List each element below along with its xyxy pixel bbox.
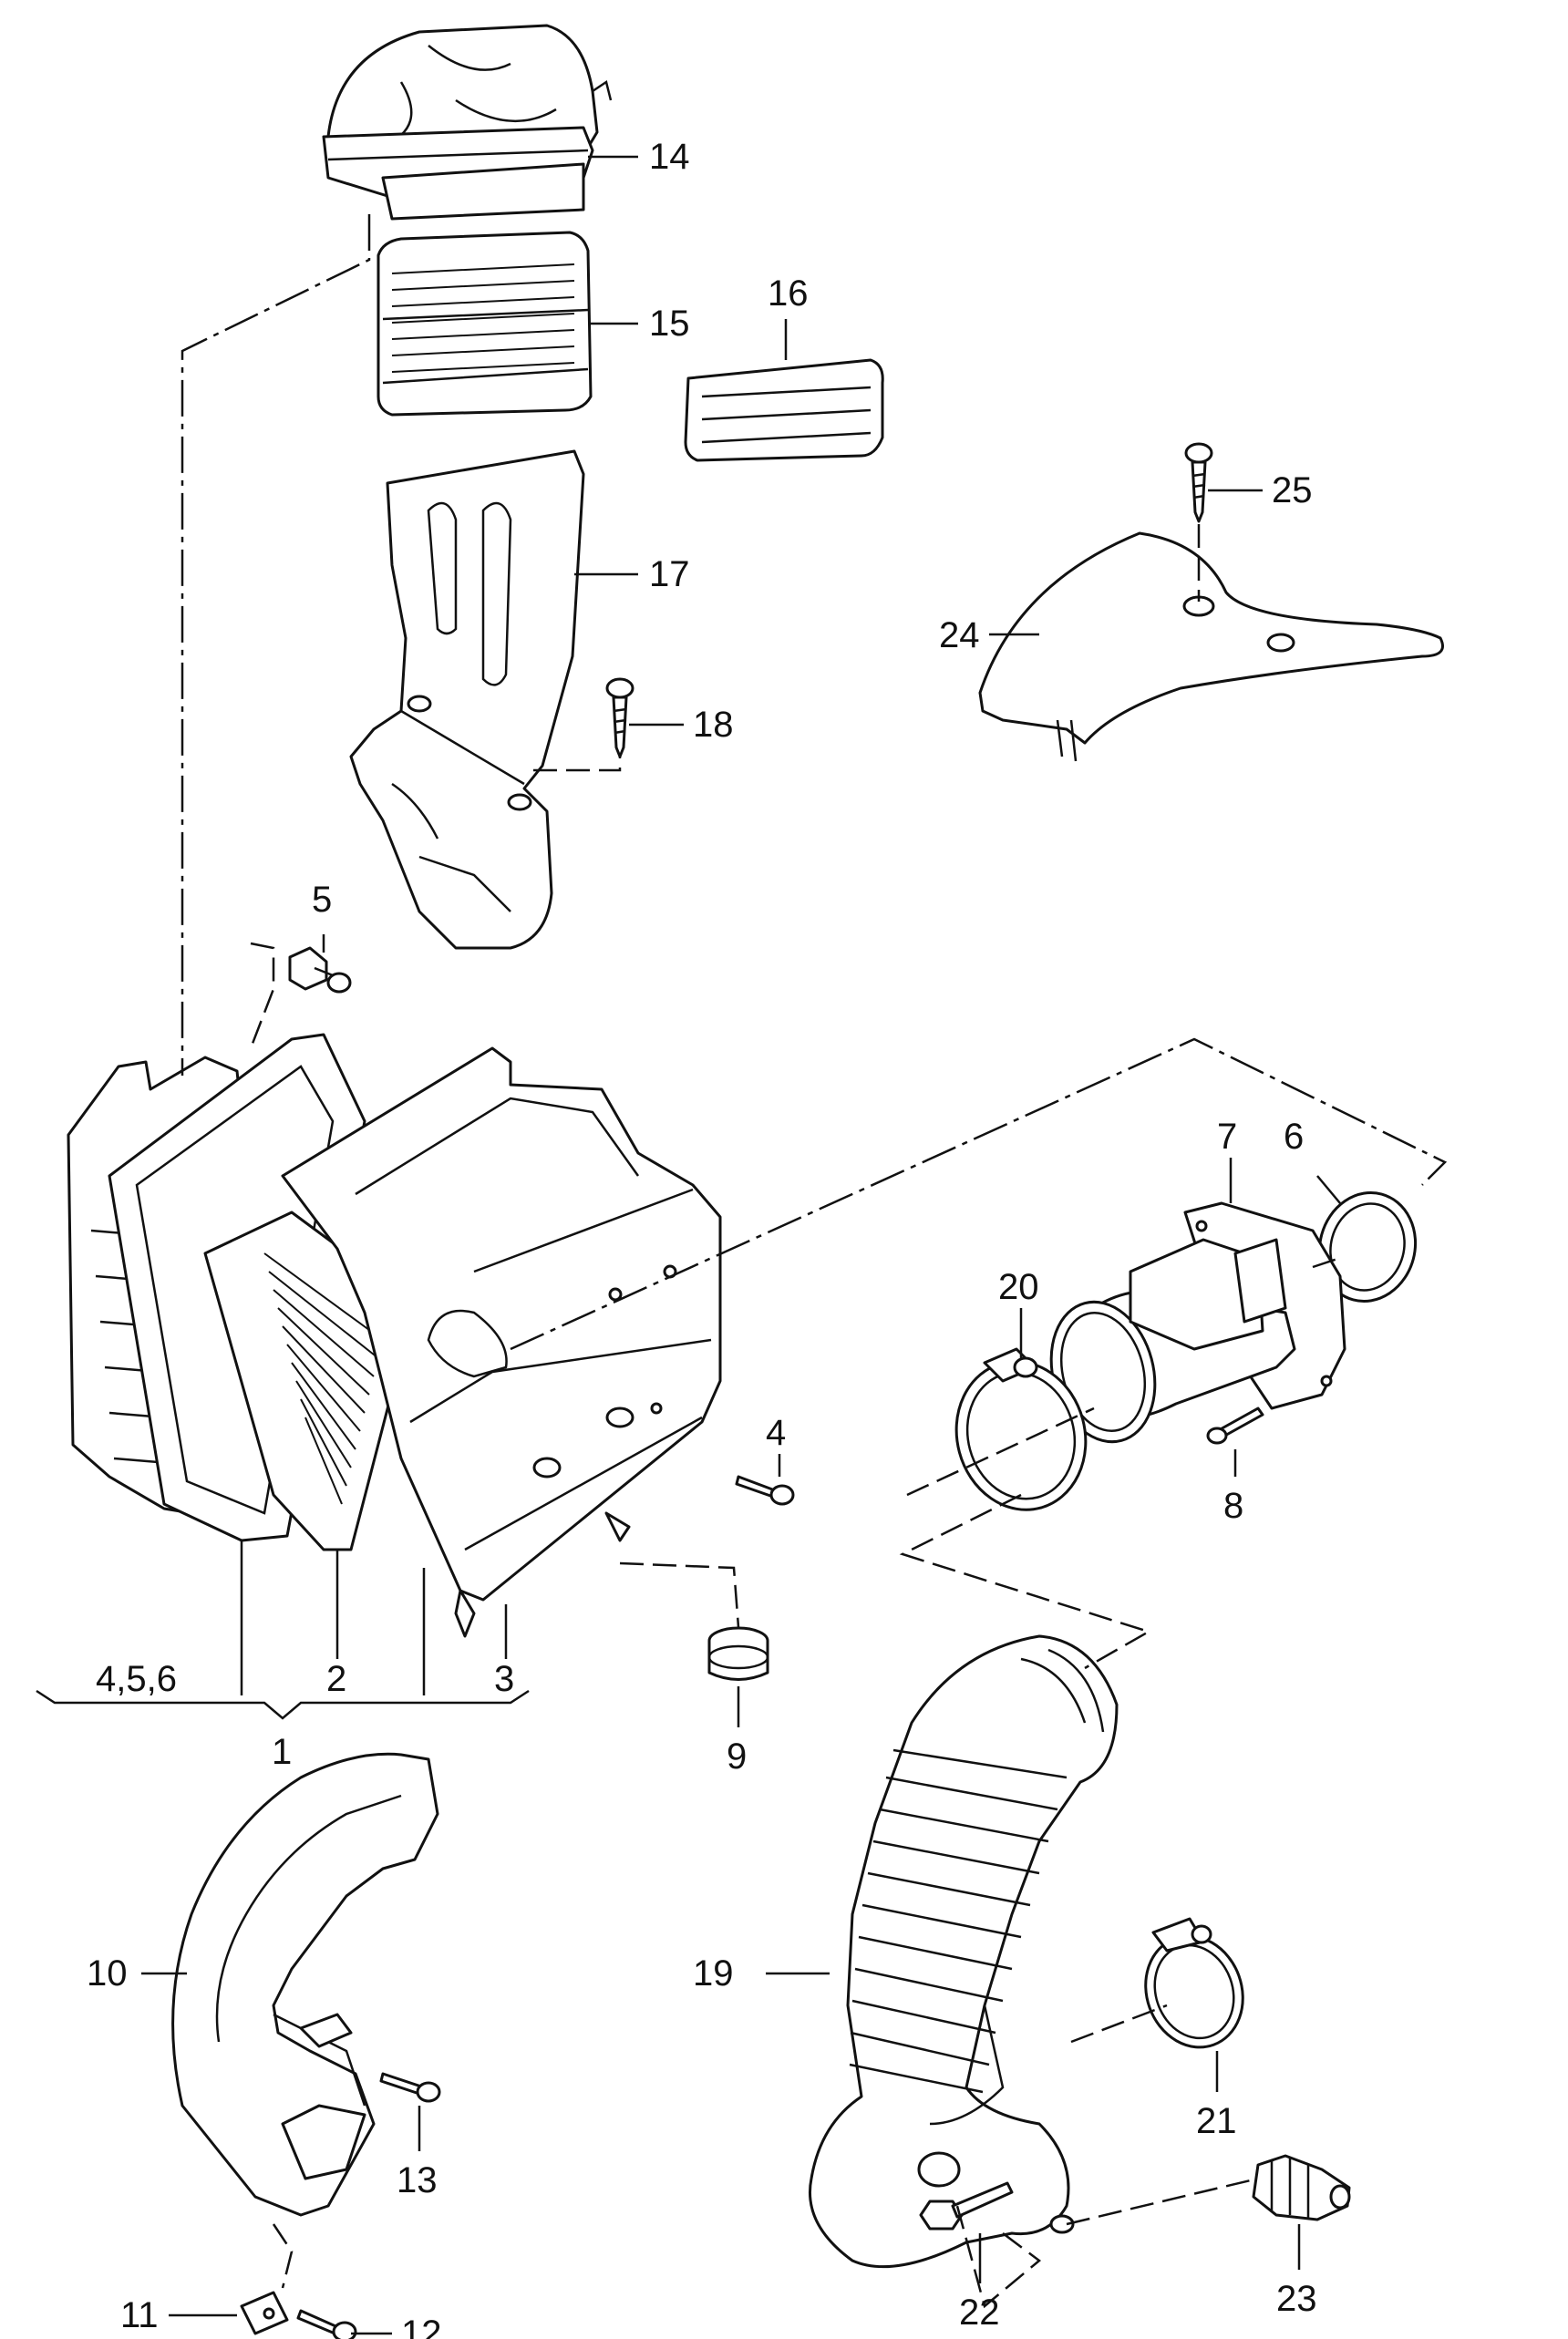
part-1-filter-housing <box>67 1033 722 1638</box>
callout-13: 13 <box>397 2160 438 2200</box>
part-18-screw <box>605 677 634 758</box>
callout-20: 20 <box>998 1267 1039 1307</box>
callout-25: 25 <box>1272 470 1313 510</box>
part-5-clip <box>288 946 352 994</box>
callout-10: 10 <box>87 1953 128 1994</box>
assembly-lines <box>181 214 1448 2309</box>
callout-19: 19 <box>693 1953 734 1994</box>
part-12-screw <box>296 2309 357 2339</box>
part-11-bracket <box>240 2291 289 2335</box>
callout-15: 15 <box>649 304 690 344</box>
callout-12: 12 <box>401 2313 442 2339</box>
callout-6: 6 <box>1284 1117 1304 1157</box>
callout-4: 4 <box>766 1413 786 1453</box>
callout-9: 9 <box>727 1736 747 1777</box>
callout-3: 3 <box>494 1659 514 1699</box>
callout-24: 24 <box>939 615 980 655</box>
part-9-grommet <box>707 1626 769 1681</box>
callout-7: 7 <box>1217 1117 1237 1157</box>
part-15-filter-element <box>377 231 593 417</box>
part-4-screw <box>735 1475 795 1506</box>
part-22-bolt <box>919 2181 1014 2231</box>
callout-21: 21 <box>1196 2101 1237 2141</box>
callout-2: 2 <box>326 1659 346 1699</box>
callout-14: 14 <box>649 137 690 177</box>
callout-17: 16 <box>768 273 809 314</box>
callout-456: 4,5,6 <box>96 1659 177 1699</box>
part-13-screw <box>379 2072 441 2103</box>
part-19-intake-hose <box>809 1634 1119 2269</box>
callout-5: 5 <box>312 880 332 920</box>
callout-22: 22 <box>959 2293 1000 2333</box>
callout-11: 11 <box>120 2295 159 2335</box>
part-17-filter-pad <box>684 358 884 462</box>
part-20-hose-clamp <box>954 1347 1088 1511</box>
part-16-intake-duct <box>349 449 585 950</box>
part-23-valve <box>1252 2154 1351 2221</box>
part-7-air-mass-meter <box>1049 1201 1346 1444</box>
callout-23: 23 <box>1276 2279 1317 2319</box>
callout-16: 17 <box>649 554 690 594</box>
part-8-screw <box>1206 1406 1264 1445</box>
part-25-screw <box>1184 442 1213 523</box>
callout-18: 18 <box>693 705 734 745</box>
part-6-o-ring <box>1317 1191 1418 1303</box>
part-14-housing-cover <box>322 24 613 221</box>
part-21-hose-clamp <box>1144 1917 1244 2049</box>
callout-8: 8 <box>1223 1486 1243 1526</box>
part-24-shield-plate <box>978 531 1444 762</box>
part-10-intake-duct <box>171 1752 439 2217</box>
callout-1: 1 <box>272 1732 292 1772</box>
leader-lines <box>36 155 1341 2335</box>
callout-labels: 14 15 16 17 18 25 24 5 7 6 20 4 8 4,5,6 … <box>87 137 1317 2339</box>
